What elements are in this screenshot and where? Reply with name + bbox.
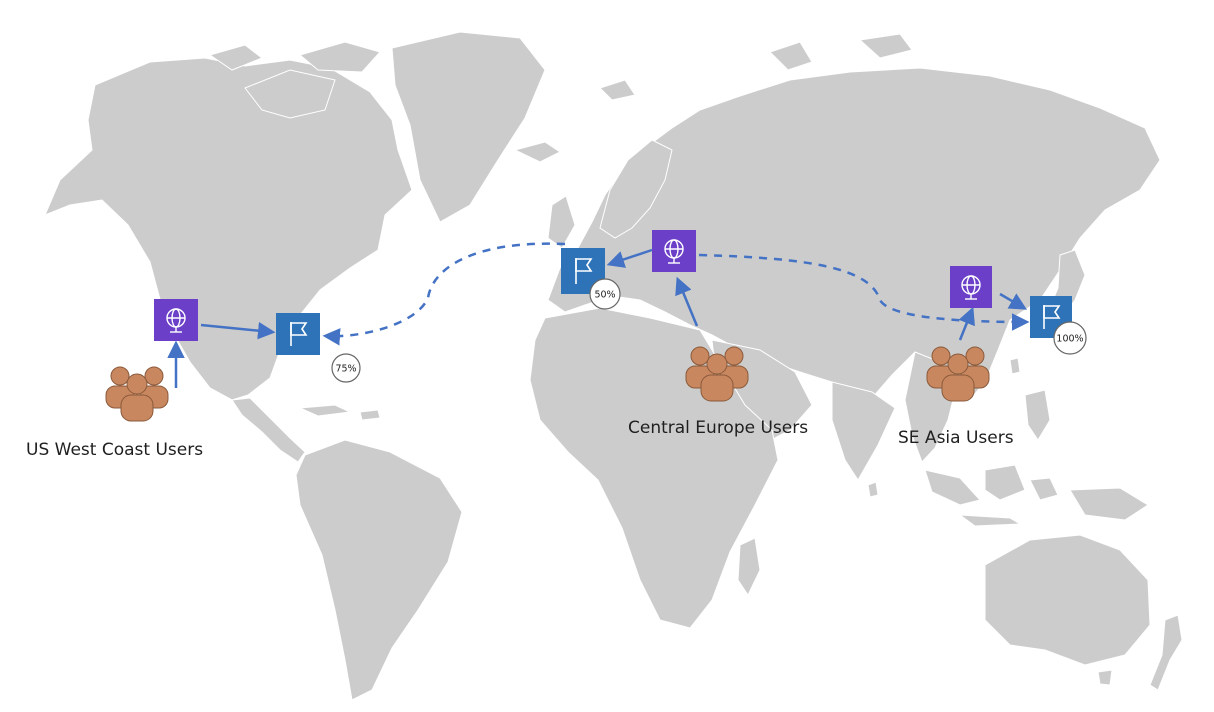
accelerator-us-west — [154, 299, 198, 341]
traffic-dial-us-east: 75% — [331, 353, 361, 383]
landmass-new-zealand — [1149, 614, 1183, 691]
landmass-madagascar — [737, 537, 761, 597]
arrows — [167, 248, 1028, 388]
label-se-asia-users: SE Asia Users — [898, 428, 1014, 448]
users-group-us-west — [105, 366, 169, 422]
users-group-central-europe — [685, 346, 749, 402]
landmass-arctic-islands — [244, 69, 336, 119]
users-group-icon — [685, 346, 749, 402]
landmass-scandinavia — [599, 139, 673, 239]
arrow-europe-users-to-accelerator — [675, 276, 699, 327]
world-map — [44, 31, 1183, 701]
landmass-greenland — [391, 31, 546, 223]
users-group-se-asia — [926, 346, 990, 402]
traffic-dial-label: 75% — [335, 364, 356, 375]
label-central-europe-users: Central Europe Users — [628, 418, 808, 438]
arrow-asia-users-to-accelerator — [958, 306, 975, 341]
arrow-asia-accelerator-to-endpoint — [999, 292, 1028, 310]
arrow-europe-accelerator-to-endpoint — [606, 248, 653, 268]
landmass-india — [831, 381, 896, 481]
landmass-south-america — [295, 439, 463, 701]
arrow-us-accelerator-to-endpoint — [200, 321, 276, 340]
traffic-dial-label: 100% — [1056, 334, 1083, 345]
flag-icon — [276, 313, 320, 355]
users-group-icon — [926, 346, 990, 402]
global-accelerator-icon — [950, 266, 992, 308]
users-group-icon — [105, 366, 169, 422]
accelerator-se-asia — [950, 266, 992, 308]
landmass-north-america — [44, 57, 413, 401]
landmass-indonesia — [924, 469, 981, 506]
accelerator-europe — [652, 230, 696, 272]
landmass-uk — [547, 195, 576, 249]
endpoint-us-east — [276, 313, 320, 355]
landmass-new-guinea — [1069, 487, 1149, 521]
global-accelerator-icon — [652, 230, 696, 272]
traffic-dial-japan: 100% — [1053, 321, 1087, 355]
landmass-iceland — [513, 141, 561, 163]
landmass-central-america — [231, 397, 306, 463]
traffic-dial-europe: 50% — [589, 278, 621, 310]
traffic-dial-label: 50% — [594, 290, 615, 301]
global-accelerator-icon — [154, 299, 198, 341]
label-us-west-users: US West Coast Users — [26, 440, 203, 460]
landmass-australia — [984, 534, 1151, 666]
